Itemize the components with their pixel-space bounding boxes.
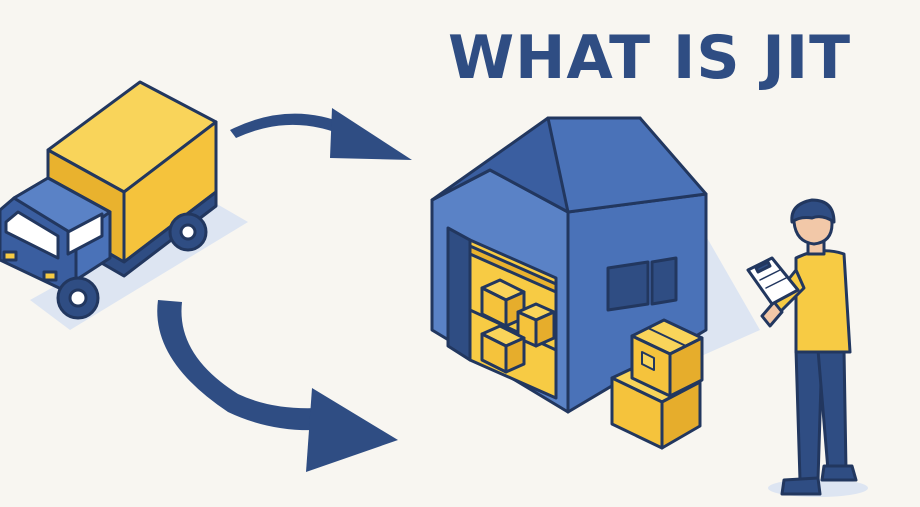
- curved-arrow-icon: [157, 300, 398, 472]
- page-title: WHAT IS JIT: [448, 23, 851, 93]
- curved-arrow-icon: [230, 108, 412, 160]
- warehouse-icon: [430, 116, 760, 414]
- cardboard-box-icon: [630, 318, 704, 398]
- worker-with-clipboard-icon: [746, 198, 868, 497]
- delivery-truck-icon: [0, 80, 248, 330]
